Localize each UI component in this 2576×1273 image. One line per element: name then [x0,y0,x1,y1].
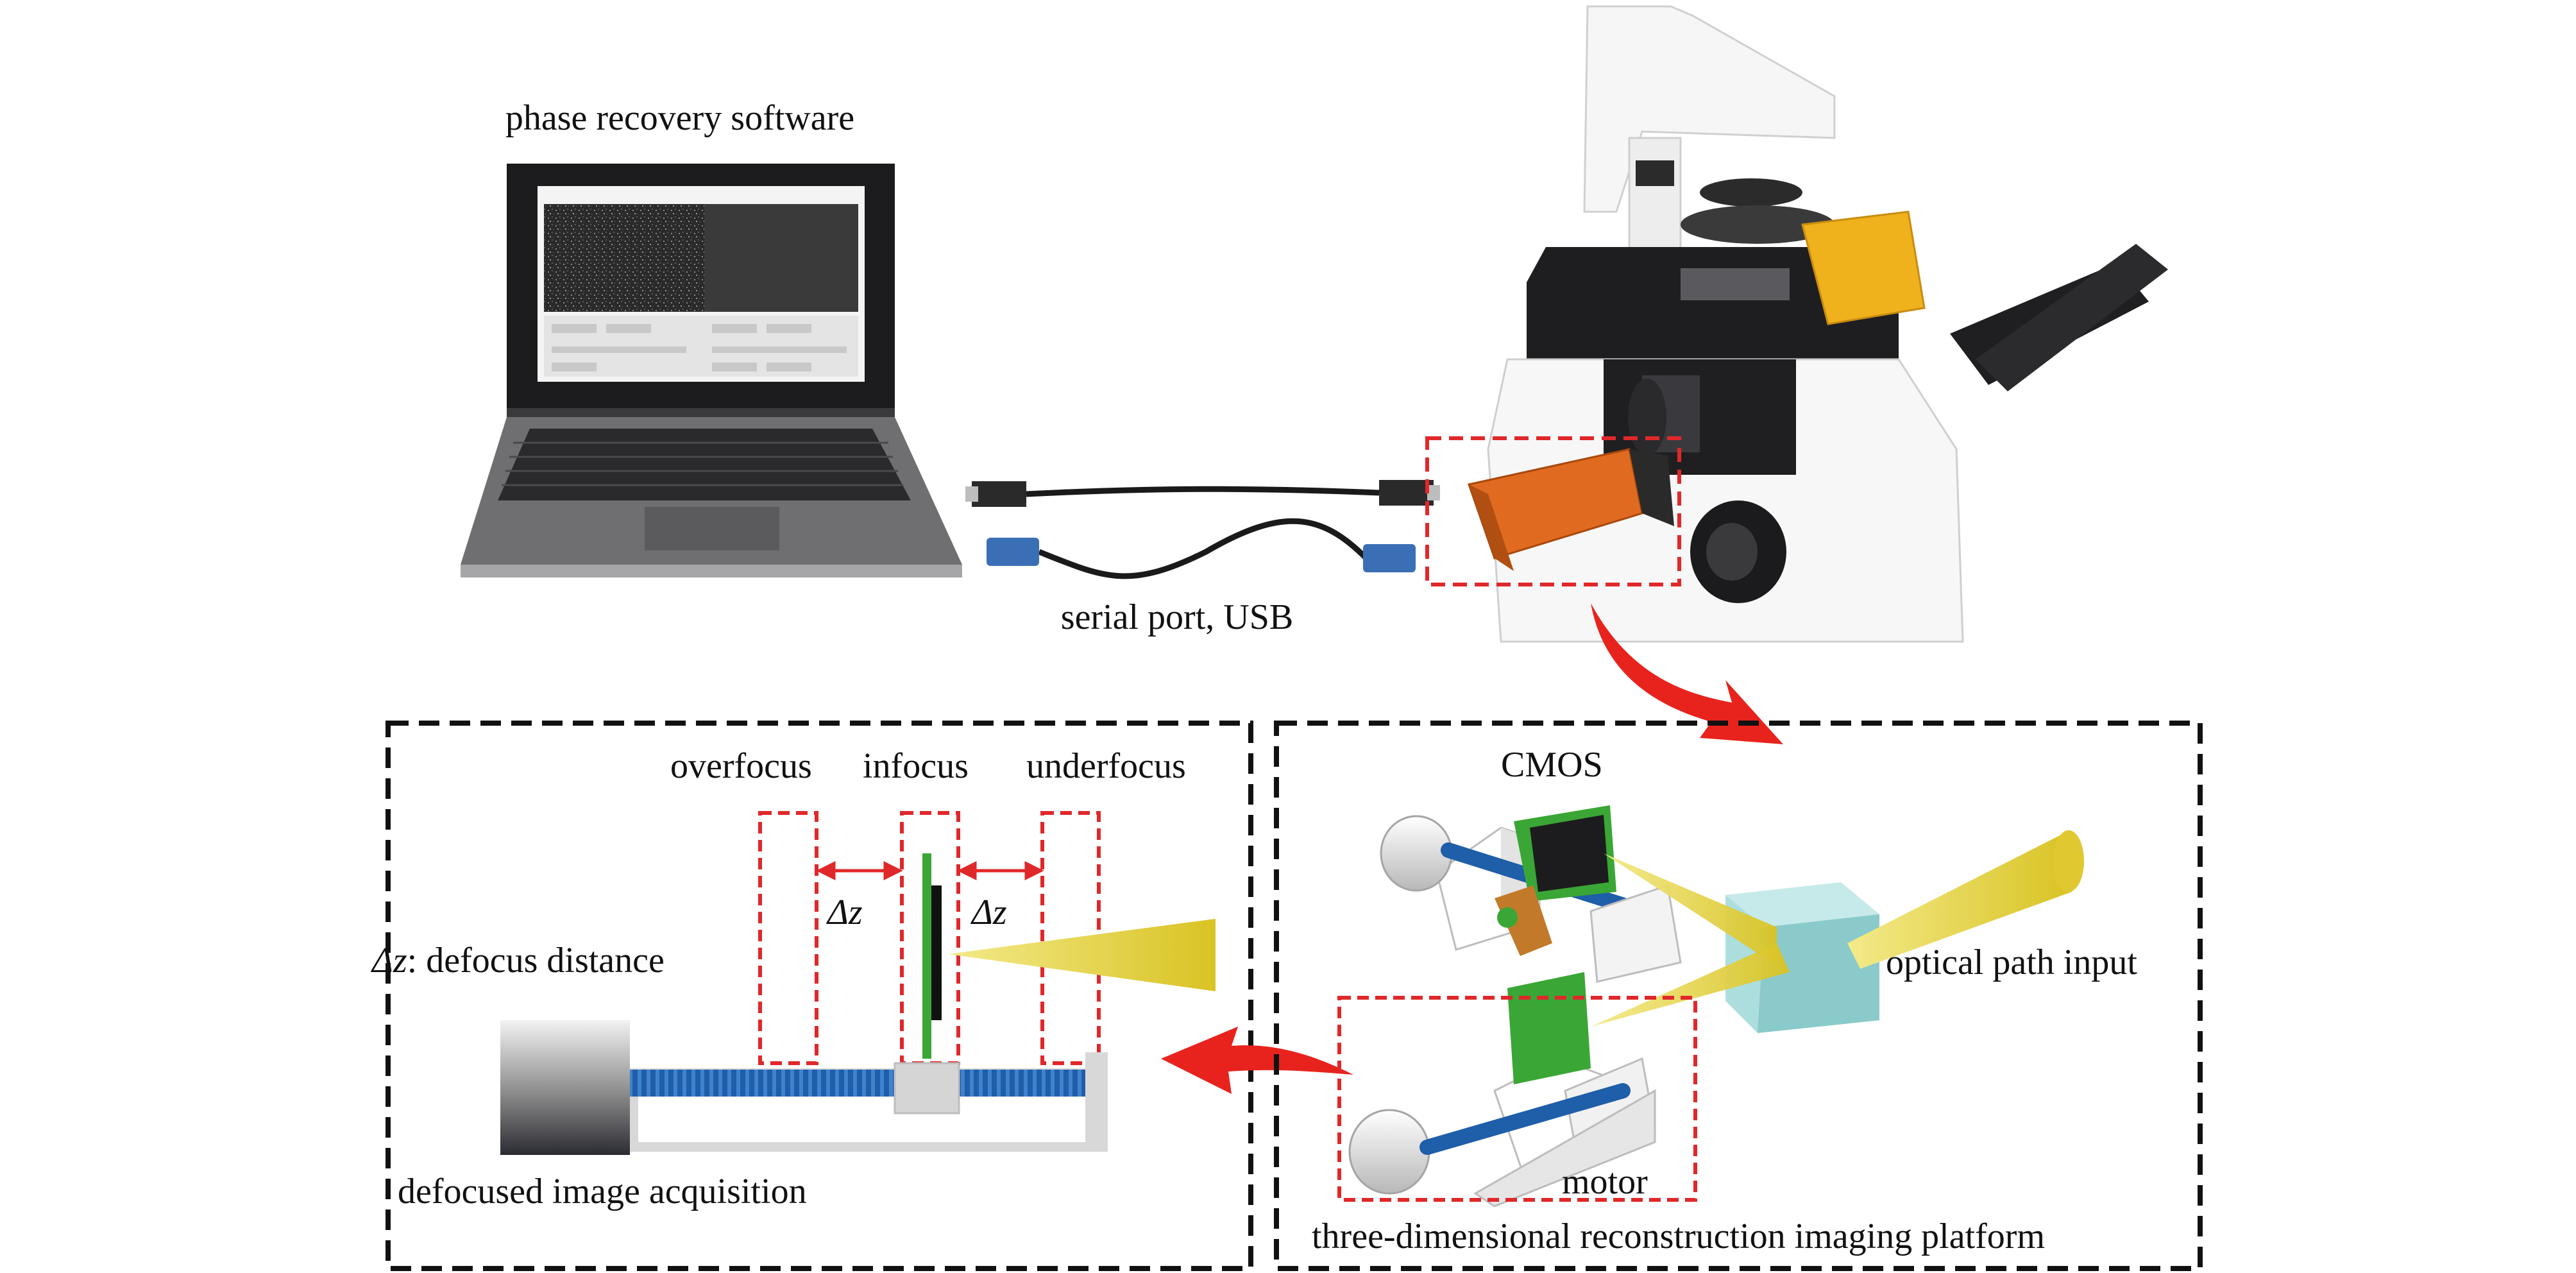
underfocus-label: underfocus [1026,746,1186,786]
defocus-definition: Δz: defocus distance [371,941,665,980]
delta-z-arrow-right [957,860,1044,881]
light-cone [948,919,1216,991]
lower-motor [1348,1109,1430,1195]
delta-z-right: Δz [970,893,1007,932]
sensor-board [922,853,931,1059]
zoom-arrow [1591,603,1783,744]
cmos-label: CMOS [1501,745,1603,785]
platform-label: three-dimensional reconstruction imaging… [1312,1217,2045,1256]
motor-block [500,1020,630,1155]
camera-highlight-box [1425,436,1681,586]
phase-image-right [704,204,858,312]
acquisition-label: defocused image acquisition [398,1172,807,1211]
usb-cable-icon [965,480,1440,507]
serial-cable-icon [987,518,1416,579]
acquisition-panel [386,721,1253,1271]
upper-motor [1380,815,1453,892]
touchpad [645,507,779,551]
return-arrow [1161,1027,1353,1094]
motor-highlight-box [1337,996,1697,1202]
overfocus-label: overfocus [670,746,812,786]
software-label: phase recovery software [505,98,854,138]
phase-image-left [544,204,704,312]
delta-z-arrow-left [816,860,903,881]
cable-label: serial port, USB [1061,597,1293,637]
motor-label: motor [1562,1162,1648,1202]
optical-label: optical path input [1886,943,2137,982]
overfocus-plane [758,811,818,1065]
microscope-icon [1468,5,2168,643]
laptop-icon [461,164,962,577]
delta-z-left: Δz [826,893,863,932]
platform-panel [1274,721,2203,1271]
carriage [894,1062,960,1115]
infocus-label: infocus [863,746,969,786]
lead-screw [630,1070,1085,1097]
lower-sensor [1507,972,1591,1084]
input-beam [1847,831,2072,969]
sensor-chip [931,885,942,1020]
